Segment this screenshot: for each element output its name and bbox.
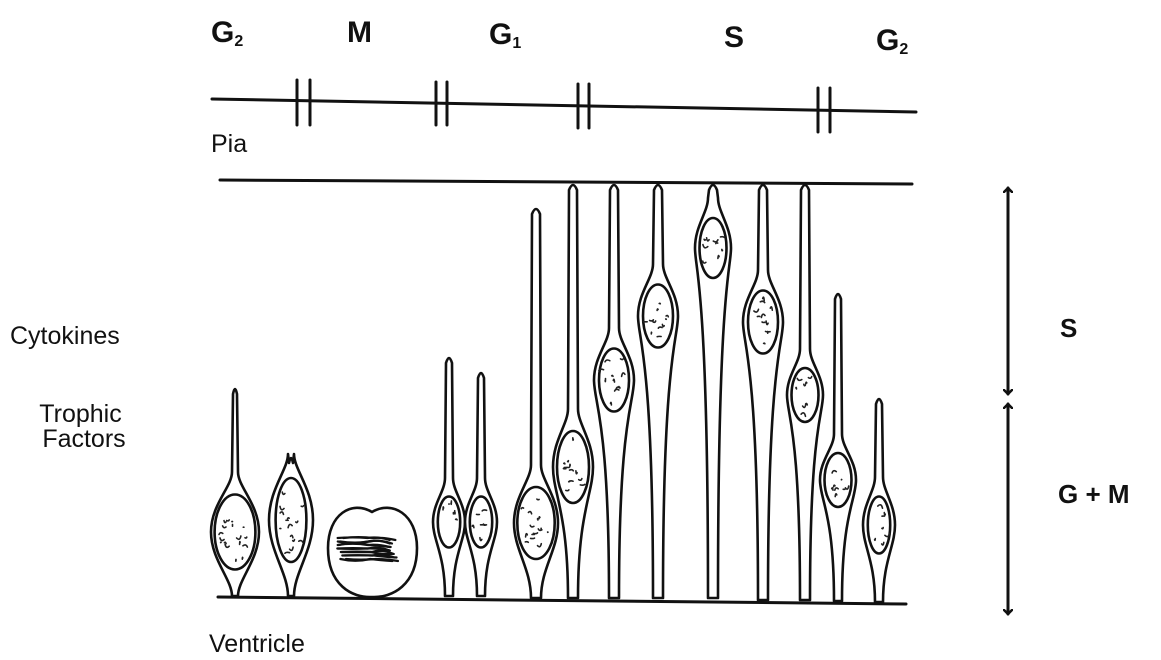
cell-cycle-timeline (212, 80, 916, 132)
phase-label-g2-left: G2 (211, 16, 243, 50)
phase-label-g1: G1 (489, 18, 521, 52)
trophic-factors-label: Trophic Factors (39, 400, 128, 453)
g2-cell-right-2 (863, 399, 895, 602)
s-cell-3 (594, 185, 634, 598)
g1-cell-1 (433, 358, 465, 596)
s-cell-6 (743, 185, 783, 600)
phase-label-m: M (347, 16, 372, 49)
s-cell-5 (695, 185, 731, 598)
s-cell-2 (553, 185, 593, 598)
g2-cell-2 (269, 454, 313, 596)
g-m-range-label: G + M (1058, 479, 1130, 509)
s-cell-1 (514, 209, 558, 598)
mitotic-cell (328, 508, 417, 597)
ventricle-label: Ventricle (209, 630, 305, 658)
g2-cell-1 (211, 389, 259, 596)
phase-label-s: S (724, 21, 744, 54)
pial-surface-line (220, 180, 912, 184)
phase-label-g2-right: G2 (876, 24, 908, 58)
neuroepithelial-cells (211, 185, 895, 602)
s-range-label: S (1060, 313, 1077, 343)
pia-label: Pia (211, 130, 247, 158)
s-cell-7 (787, 185, 823, 600)
cytokines-label: Cytokines (10, 322, 120, 350)
g1-cell-2 (465, 373, 497, 596)
g2-cell-right-1 (820, 294, 856, 601)
s-cell-4 (638, 185, 678, 598)
